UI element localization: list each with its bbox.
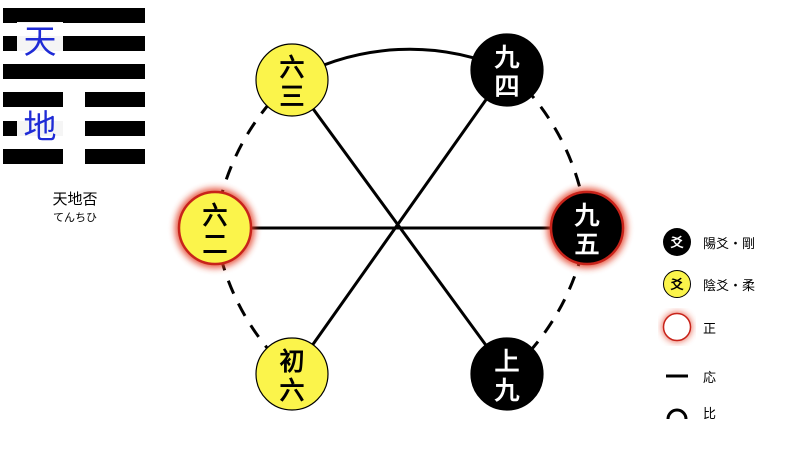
- node-label-char: 六: [279, 53, 304, 82]
- node-label-char: 五: [574, 230, 599, 259]
- node-rokuji: 六二: [175, 188, 255, 268]
- node-label-char: 九: [573, 201, 599, 230]
- node-circle: [177, 190, 253, 266]
- upper-trigram-label: 天: [17, 22, 63, 62]
- node-label-char: 九: [493, 376, 519, 405]
- node-circle: [255, 337, 329, 411]
- node-kyugo: 九五: [547, 188, 627, 268]
- node-label-char: 六: [279, 376, 304, 405]
- hexagram-reading: てんちひ: [53, 211, 97, 224]
- node-label-char: 九: [493, 43, 519, 72]
- node-label-char: 上: [494, 347, 519, 376]
- lower-trigram-label: 地: [17, 107, 63, 147]
- node-kyushi: 九四: [470, 33, 544, 107]
- node-circle: [549, 190, 625, 266]
- node-label-char: 六: [202, 201, 227, 230]
- hexagram-figure: 天 地: [3, 8, 145, 164]
- node-shoroku: 初六: [255, 337, 329, 411]
- node-label-char: 四: [494, 72, 519, 101]
- node-label-char: 初: [279, 347, 304, 376]
- node-jokyu: 上九: [470, 337, 544, 411]
- node-label-char: 二: [202, 230, 227, 259]
- hexagram-line-6: [3, 8, 145, 23]
- respond-line-rokusan-jokyu: [290, 79, 509, 375]
- hexagram-line-1-right: [85, 149, 145, 164]
- hexagram-line-3-right: [85, 92, 145, 107]
- hexagram-name: 天地否: [52, 190, 98, 208]
- node-circle: [470, 33, 544, 107]
- hexagram-line-1-left: [3, 149, 63, 164]
- hexagram-line-3-left: [3, 92, 63, 107]
- hexagram-line-2-right: [85, 121, 145, 136]
- hexagram-line-4: [3, 64, 145, 79]
- adjacent-dashed-shoroku-rokuji: [213, 227, 294, 376]
- node-label-char: 三: [279, 82, 304, 111]
- node-circle: [255, 43, 329, 117]
- node-circle: [470, 337, 544, 411]
- adjacent-dashed-kyugo-jokyu: [506, 227, 589, 376]
- node-rokusan: 六三: [255, 43, 329, 117]
- respond-line-shoroku-kyushi: [290, 69, 509, 375]
